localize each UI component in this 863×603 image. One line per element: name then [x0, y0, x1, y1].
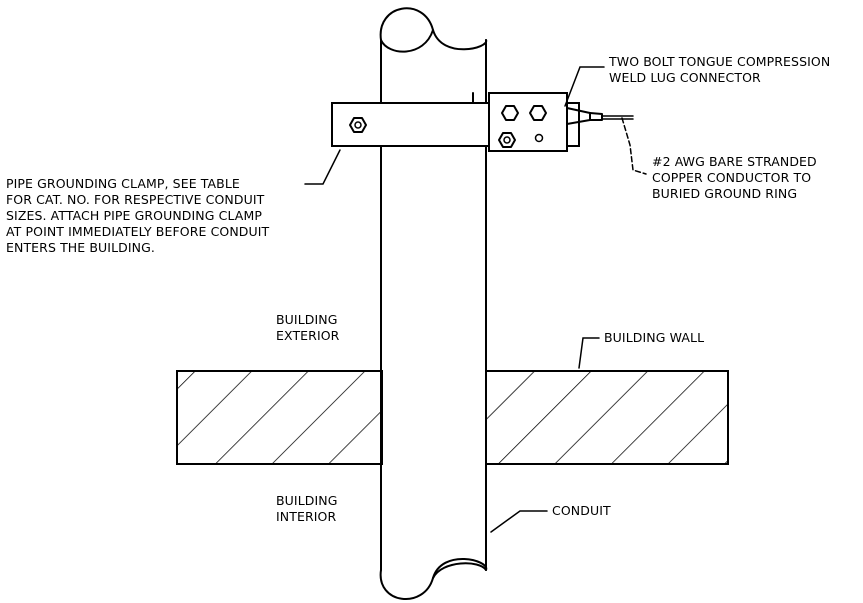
conductor-label: #2 AWG BARE STRANDED COPPER CONDUCTOR TO… — [652, 154, 817, 201]
lug-hole-icon — [534, 133, 544, 143]
leader-conduit — [490, 510, 548, 533]
leader-conductor — [621, 117, 647, 175]
lug-bolt-1-icon — [501, 105, 519, 121]
conduit-label: CONDUIT — [552, 503, 611, 518]
lug-bolt-2-icon — [529, 105, 547, 121]
wall-right-section — [485, 370, 729, 465]
wall-left-section — [176, 370, 383, 465]
lug-connector-label: TWO BOLT TONGUE COMPRESSION WELD LUG CON… — [609, 54, 831, 85]
clamp-bolt-icon — [349, 117, 367, 133]
building-wall — [176, 370, 729, 465]
conduit-pipe — [379, 7, 488, 601]
lug-bolt-3-icon — [498, 132, 516, 148]
wall-label: BUILDING WALL — [604, 330, 705, 345]
conduit-bottom-break — [379, 558, 488, 601]
leader-lug — [564, 66, 605, 107]
interior-label: BUILDING INTERIOR — [276, 493, 338, 524]
compression-lug — [472, 92, 634, 148]
exterior-label: BUILDING EXTERIOR — [276, 312, 340, 343]
clamp-label: PIPE GROUNDING CLAMP, SEE TABLE FOR CAT.… — [6, 176, 270, 255]
leader-clamp — [304, 149, 341, 185]
leader-lines — [304, 66, 647, 533]
pipe-grounding-clamp — [331, 92, 580, 152]
leader-wall — [578, 337, 600, 369]
conduit-top-break — [379, 7, 488, 51]
lug-body — [488, 92, 568, 152]
